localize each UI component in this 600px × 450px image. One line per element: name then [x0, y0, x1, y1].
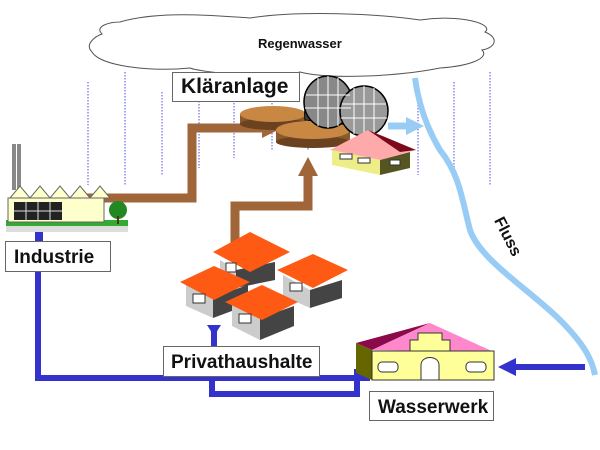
river-line	[412, 77, 598, 376]
rain-cloud	[88, 13, 495, 77]
wastewater-flow-households	[230, 157, 318, 260]
waterworks-building	[356, 323, 495, 381]
factory	[6, 144, 128, 232]
household-houses	[180, 232, 348, 340]
arrow-head-icon	[498, 358, 516, 376]
digester-domes	[303, 75, 389, 137]
treatment-plant-label: Kläranlage	[172, 72, 300, 102]
arrow-head-icon	[298, 157, 318, 176]
treatment-plant-building	[330, 130, 416, 175]
rainwater-label: Regenwasser	[258, 36, 342, 51]
house	[277, 254, 348, 308]
treated-water-arrow	[388, 117, 424, 135]
households-label: Privathaushalte	[163, 346, 320, 377]
house	[225, 285, 298, 340]
industry-label: Industrie	[5, 241, 111, 272]
arrow-head-icon	[207, 325, 221, 336]
wastewater-flow-industry	[78, 118, 282, 203]
waterworks-label: Wasserwerk	[369, 391, 494, 421]
pipe-to-industry	[35, 230, 370, 381]
arrow-head-icon	[406, 117, 424, 135]
